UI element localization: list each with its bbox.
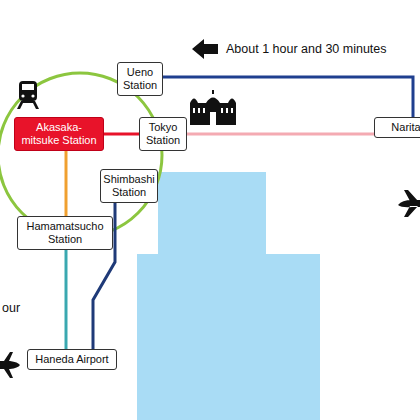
airplane-icon <box>398 190 420 217</box>
rail-line <box>187 133 374 136</box>
rail-line <box>65 151 68 216</box>
station-icon <box>190 90 236 125</box>
note-label: About 1 hour and 30 minutes <box>226 42 387 56</box>
station-box: Hamamatsucho Station <box>17 216 113 250</box>
station-name: Haneda Airport <box>35 353 108 366</box>
highlight-station-box: Akasaka-mitsuke Station <box>14 117 104 151</box>
rail-line <box>104 133 139 136</box>
rail-line <box>163 77 413 117</box>
station-box: Shimbashi Station <box>100 169 158 203</box>
loop-line <box>0 73 162 237</box>
rail-line <box>65 250 68 349</box>
station-name: Shimbashi Station <box>103 173 154 199</box>
note-label: our <box>2 301 20 315</box>
airplane-icon <box>0 352 20 378</box>
station-box: Tokyo Station <box>139 117 187 151</box>
station-name: Ueno Station <box>122 66 158 92</box>
station-box: Ueno Station <box>117 62 163 96</box>
station-name: Narita <box>391 121 420 134</box>
direction-arrow <box>192 39 218 59</box>
station-name: Tokyo Station <box>144 121 182 147</box>
station-box: Haneda Airport <box>27 349 117 370</box>
station-name: Hamamatsucho Station <box>22 220 108 246</box>
bay-shape <box>137 172 320 420</box>
station-box: Narita <box>374 117 420 138</box>
station-name: Akasaka-mitsuke Station <box>19 121 99 147</box>
train-icon <box>17 81 39 109</box>
